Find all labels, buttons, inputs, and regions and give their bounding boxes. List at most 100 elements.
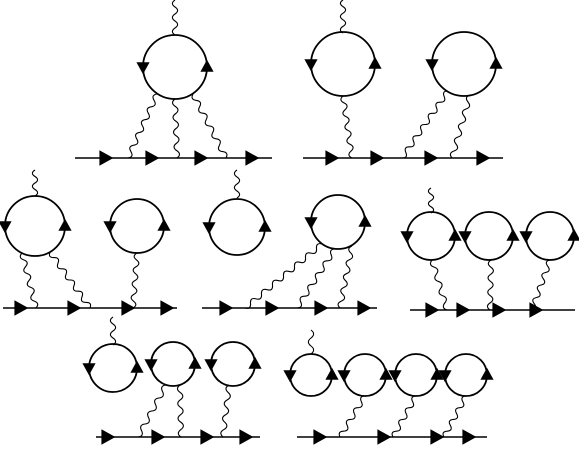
external-photon xyxy=(307,329,315,355)
external-photon xyxy=(233,169,241,199)
loop-arrow-down xyxy=(337,370,351,383)
fermion-loop xyxy=(150,341,196,387)
panel-single-loop-three-couplings xyxy=(75,0,272,166)
photon-line xyxy=(171,98,181,159)
fermion-arrow xyxy=(200,429,215,445)
fermion-loop xyxy=(289,353,333,397)
loop-arrow-down xyxy=(519,231,533,244)
fermion-loop xyxy=(88,343,138,393)
loop-arrow-up xyxy=(448,228,462,241)
fermion-arrow xyxy=(194,150,209,166)
photon-line xyxy=(429,259,448,311)
fermion-loop xyxy=(310,194,366,250)
loop-arrow-down xyxy=(136,62,150,75)
loop-arrow-up xyxy=(188,356,202,369)
fermion-arrow xyxy=(492,302,507,318)
loop-arrow-down xyxy=(458,231,472,244)
fermion-loop xyxy=(310,31,376,97)
photon-line xyxy=(340,95,354,159)
loop-arrow-down xyxy=(438,370,452,383)
loop-arrow-up xyxy=(379,367,393,380)
fermion-arrow xyxy=(219,300,234,316)
loop-arrow-down xyxy=(202,222,216,235)
panel-two-loops-two-plus-one-couplings xyxy=(0,169,177,316)
fermion-arrow xyxy=(370,150,385,166)
fermion-loop xyxy=(464,211,514,261)
photon-line xyxy=(48,251,92,309)
loop-arrow-up xyxy=(368,56,382,69)
fermion-arrow xyxy=(245,150,260,166)
loop-arrow-down xyxy=(388,370,402,383)
loop-arrow-down xyxy=(0,221,12,234)
photon-line xyxy=(19,252,39,309)
fermion-arrow xyxy=(476,150,491,166)
fermion-arrow xyxy=(101,429,116,445)
panel-two-loops-one-plus-two-couplings xyxy=(303,0,503,166)
external-photon xyxy=(31,169,39,197)
photon-line xyxy=(244,243,323,309)
loop-arrow-down xyxy=(304,217,318,230)
loop-arrow-down xyxy=(304,59,318,72)
fermion-loop xyxy=(406,211,456,261)
photon-line xyxy=(191,93,228,159)
fermion-arrow xyxy=(239,429,254,445)
fermion-arrow xyxy=(529,302,544,318)
fermion-arrow xyxy=(425,302,440,318)
fermion-loop xyxy=(525,211,575,261)
fermion-arrow xyxy=(145,150,160,166)
loop-arrow-up xyxy=(157,218,171,231)
fermion-arrow xyxy=(151,429,166,445)
loop-arrow-up xyxy=(358,214,372,227)
photon-line xyxy=(137,384,167,438)
fermion-loop xyxy=(210,341,256,387)
loop-arrow-down xyxy=(425,59,439,72)
fermion-arrow xyxy=(67,300,82,316)
panel-three-loops-one-each xyxy=(400,187,579,318)
photon-line xyxy=(176,384,184,438)
photon-line xyxy=(531,259,551,311)
photon-line xyxy=(127,93,158,159)
fermion-arrow xyxy=(430,429,445,445)
loop-arrow-up xyxy=(489,56,503,69)
fermion-arrow xyxy=(377,429,392,445)
loop-arrow-down xyxy=(400,231,414,244)
fermion-loop xyxy=(208,198,266,256)
external-photon xyxy=(171,0,179,36)
photon-line xyxy=(296,248,336,309)
fermion-arrow xyxy=(265,300,280,316)
external-photon xyxy=(427,187,435,214)
loop-arrow-down xyxy=(283,370,297,383)
loop-arrow-up xyxy=(130,360,144,373)
panel-three-loops-zero-one-two xyxy=(82,316,262,445)
fermion-arrow xyxy=(325,150,340,166)
fermion-loop xyxy=(109,198,165,254)
fermion-arrow xyxy=(99,150,114,166)
photon-line xyxy=(337,245,354,309)
loop-arrow-down xyxy=(144,359,158,372)
fermion-arrow xyxy=(314,300,329,316)
loop-arrow-up xyxy=(258,219,272,232)
loop-arrow-down xyxy=(82,363,96,376)
fermion-loop xyxy=(394,353,438,397)
photon-line xyxy=(442,395,467,438)
fermion-arrow xyxy=(313,429,328,445)
fermion-arrow xyxy=(160,300,175,316)
photon-line xyxy=(449,94,471,159)
fermion-arrow xyxy=(121,300,136,316)
external-photon xyxy=(109,316,117,346)
external-photon xyxy=(339,0,347,34)
fermion-loop xyxy=(343,353,387,397)
fermion-arrow xyxy=(357,300,372,316)
fermion-loop xyxy=(142,34,208,100)
loop-arrow-up xyxy=(248,356,262,369)
loop-arrow-up xyxy=(480,367,494,380)
loop-arrow-up xyxy=(200,59,214,72)
loop-arrow-up xyxy=(58,218,72,231)
photon-line xyxy=(338,395,366,438)
photon-line xyxy=(486,259,494,311)
panel-two-loops-zero-plus-three-couplings xyxy=(202,169,377,316)
loop-arrow-up xyxy=(325,367,339,380)
fermion-loop xyxy=(444,353,488,397)
